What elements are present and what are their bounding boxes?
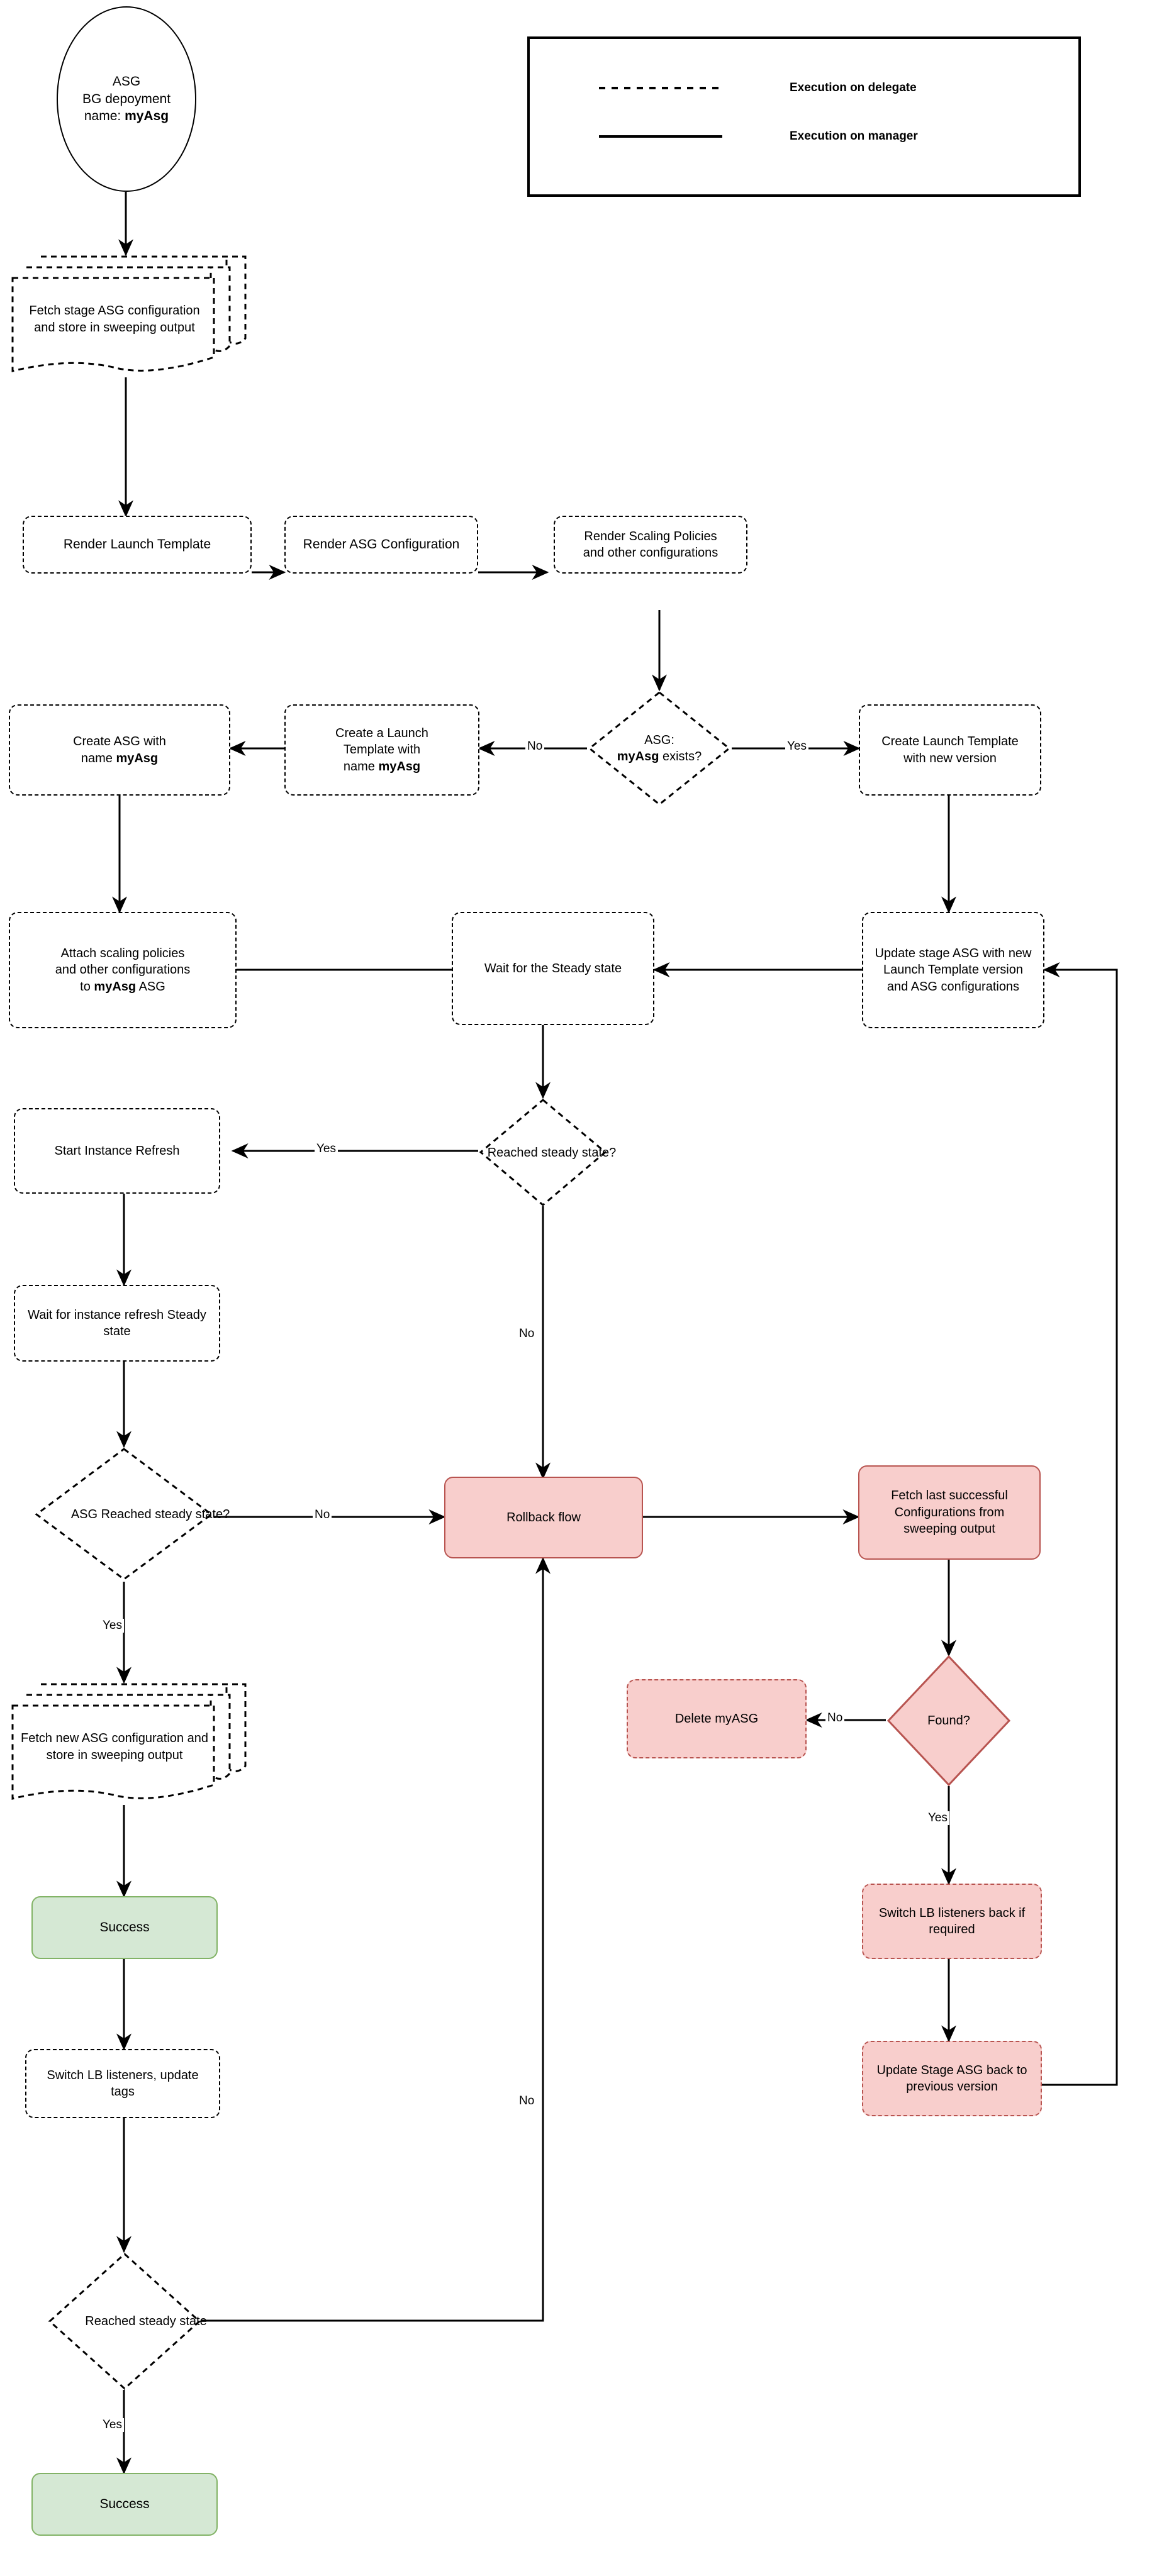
reached-steady-state-label: Reached steady state? bbox=[487, 1145, 617, 1160]
node-switch-lb-update-tags: Switch LB listeners, update tags bbox=[25, 2049, 220, 2118]
update-stage-asg-label: Update stage ASG with new Launch Templat… bbox=[875, 946, 1032, 994]
edge-label-found-yes: Yes bbox=[926, 1811, 949, 1825]
start-line2: BG depoyment bbox=[82, 91, 171, 106]
node-rollback-flow: Rollback flow bbox=[444, 1477, 643, 1558]
node-fetch-stage-asg: Fetch stage ASG configuration and store … bbox=[6, 250, 252, 381]
create-lt-myasg-line2: Template with bbox=[343, 743, 421, 757]
diamond-dashed-shape-icon bbox=[48, 2252, 201, 2390]
switch-lb-update-tags-label: Switch LB listeners, update tags bbox=[47, 2068, 199, 2099]
node-found-decision: Found? bbox=[886, 1654, 1012, 1787]
node-asg-reached-steady-state-decision: ASG Reached steady state? bbox=[34, 1446, 230, 1582]
create-asg-myasg-line2-bold: myAsg bbox=[116, 751, 159, 765]
edge-label-asg-reached-no: No bbox=[313, 1508, 332, 1522]
node-success-1: Success bbox=[31, 1896, 218, 1959]
multi-document-shape-icon bbox=[11, 1683, 247, 1800]
start-line1: ASG bbox=[112, 74, 141, 89]
diamond-dashed-shape-icon bbox=[479, 1099, 607, 1206]
node-fetch-new-asg: Fetch new ASG configuration and store in… bbox=[6, 1678, 252, 1809]
render-scaling-policies-label: Render Scaling Policies and other config… bbox=[583, 529, 719, 560]
node-success-2: Success bbox=[31, 2473, 218, 2536]
node-attach-scaling-policies: Attach scaling policies and other config… bbox=[9, 912, 237, 1028]
create-lt-myasg-line1: Create a Launch bbox=[335, 726, 428, 740]
wait-steady-state-label: Wait for the Steady state bbox=[484, 961, 622, 975]
multi-document-shape-icon bbox=[11, 255, 247, 372]
start-line3-prefix: name: bbox=[84, 109, 125, 124]
create-launch-template-new-version-label: Create Launch Template with new version bbox=[881, 735, 1019, 765]
switch-lb-back-label: Switch LB listeners back if required bbox=[878, 1906, 1026, 1936]
diamond-pink-shape-icon bbox=[886, 1655, 1011, 1787]
success-2-label: Success bbox=[99, 2497, 150, 2512]
asg-exists-line1: ASG: bbox=[644, 733, 674, 747]
success-1-label: Success bbox=[99, 1920, 150, 1935]
fetch-last-successful-label: Fetch last successful Configurations fro… bbox=[891, 1489, 1008, 1536]
legend-dashed-line-icon bbox=[599, 87, 722, 89]
node-start-instance-refresh: Start Instance Refresh bbox=[14, 1108, 220, 1194]
node-render-asg-config: Render ASG Configuration bbox=[284, 516, 478, 574]
asg-exists-bold: myAsg bbox=[617, 750, 659, 763]
attach-scaling-line1: Attach scaling policies bbox=[60, 946, 185, 960]
node-asg-exists-decision: ASG: myAsg exists? bbox=[587, 690, 732, 807]
attach-scaling-line3-bold: myAsg bbox=[94, 979, 137, 994]
update-stage-asg-previous-label: Update Stage ASG back to previous versio… bbox=[876, 2063, 1027, 2094]
found-label: Found? bbox=[927, 1714, 970, 1728]
render-launch-template-label: Render Launch Template bbox=[63, 537, 211, 552]
diamond-dashed-shape-icon bbox=[588, 691, 731, 806]
legend-label-delegate: Execution on delegate bbox=[790, 81, 917, 94]
node-fetch-last-successful: Fetch last successful Configurations fro… bbox=[858, 1465, 1041, 1560]
node-wait-instance-refresh: Wait for instance refresh Steady state bbox=[14, 1285, 220, 1362]
legend-row-delegate: Execution on delegate bbox=[598, 79, 1038, 97]
node-delete-myasg: Delete myASG bbox=[627, 1679, 807, 1758]
edge-label-asg-reached-yes: Yes bbox=[101, 1619, 124, 1633]
rollback-flow-label: Rollback flow bbox=[506, 1510, 581, 1524]
create-asg-myasg-line1: Create ASG with bbox=[73, 735, 166, 749]
start-instance-refresh-label: Start Instance Refresh bbox=[54, 1143, 180, 1158]
edge-label-asg-exists-no: No bbox=[525, 740, 545, 753]
legend-box bbox=[527, 36, 1081, 197]
edge-label-asg-exists-yes: Yes bbox=[785, 740, 808, 753]
render-asg-config-label: Render ASG Configuration bbox=[303, 537, 460, 552]
create-asg-myasg-line2-prefix: name bbox=[81, 751, 116, 765]
node-create-launch-template-myasg: Create a Launch Template with name myAsg bbox=[284, 704, 479, 796]
node-render-launch-template: Render Launch Template bbox=[23, 516, 252, 574]
attach-scaling-line3-post: ASG bbox=[136, 979, 165, 994]
node-update-stage-asg: Update stage ASG with new Launch Templat… bbox=[862, 912, 1044, 1028]
node-reached-steady-state-decision: Reached steady state? bbox=[478, 1097, 616, 1208]
attach-scaling-line2: and other configurations bbox=[55, 963, 191, 977]
asg-reached-steady-state-label: ASG Reached steady state? bbox=[70, 1507, 230, 1521]
edge-label-reached-steady-yes: Yes bbox=[315, 1142, 338, 1156]
node-wait-steady-state: Wait for the Steady state bbox=[452, 912, 654, 1025]
fetch-stage-asg-label: Fetch stage ASG configuration and store … bbox=[29, 304, 200, 335]
create-lt-myasg-line3-prefix: name bbox=[343, 759, 379, 774]
create-lt-myasg-line3-bold: myAsg bbox=[378, 759, 421, 774]
delete-myasg-label: Delete myASG bbox=[674, 1711, 759, 1726]
node-create-launch-template-new-version: Create Launch Template with new version bbox=[859, 704, 1041, 796]
node-reached-steady-state-2-decision: Reached steady state bbox=[47, 2251, 207, 2391]
edge-label-found-no: No bbox=[825, 1711, 845, 1725]
node-switch-lb-back: Switch LB listeners back if required bbox=[862, 1884, 1042, 1959]
legend-label-manager: Execution on manager bbox=[790, 130, 918, 143]
legend-solid-line-icon bbox=[599, 135, 722, 138]
node-update-stage-asg-previous: Update Stage ASG back to previous versio… bbox=[862, 2041, 1042, 2116]
edge-label-reached-steady-no: No bbox=[517, 1327, 537, 1341]
edge-label-final-steady-no: No bbox=[517, 2094, 537, 2108]
edge-label-final-steady-yes: Yes bbox=[101, 2418, 124, 2432]
fetch-new-asg-label: Fetch new ASG configuration and store in… bbox=[21, 1731, 208, 1762]
asg-exists-rest: exists? bbox=[659, 750, 702, 763]
node-create-asg-myasg: Create ASG with name myAsg bbox=[9, 704, 230, 796]
diamond-dashed-shape-icon bbox=[35, 1448, 213, 1580]
node-start: ASG BG depoyment name: myAsg bbox=[57, 6, 196, 192]
reached-steady-state-2-label: Reached steady state bbox=[85, 2314, 207, 2328]
node-render-scaling-policies: Render Scaling Policies and other config… bbox=[554, 516, 747, 574]
attach-scaling-line3-prefix: to bbox=[80, 979, 94, 994]
wait-instance-refresh-label: Wait for instance refresh Steady state bbox=[28, 1307, 206, 1338]
legend-row-manager: Execution on manager bbox=[598, 127, 1038, 146]
start-line3-bold: myAsg bbox=[125, 109, 169, 124]
